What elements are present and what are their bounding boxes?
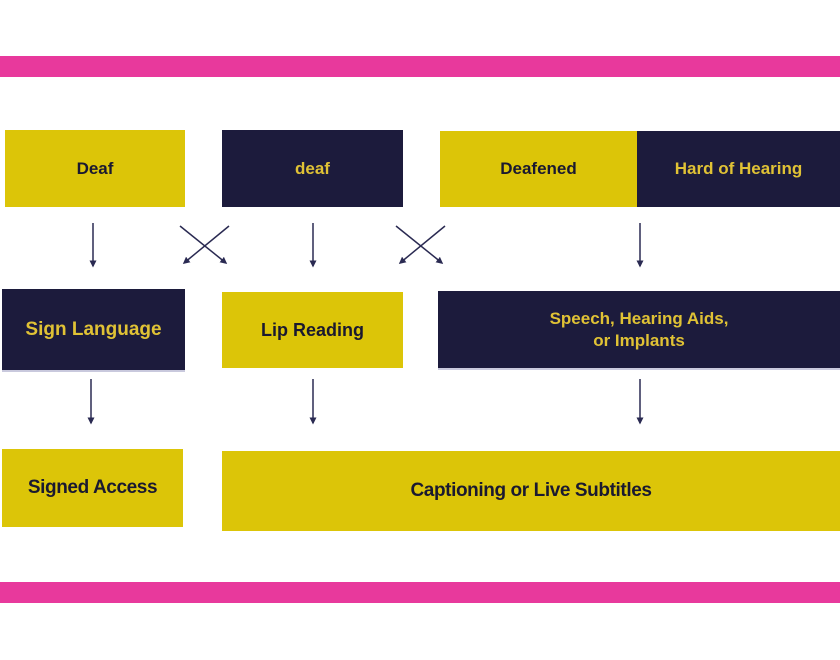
node-deaf-capital-label: Deaf (76, 158, 114, 178)
node-speech-hearing-aids: Speech, Hearing Aids, or Implants (438, 291, 840, 370)
arrow-deaf-lower-to-sign-language (182, 225, 230, 264)
node-sign-language-label: Sign Language (25, 318, 162, 340)
node-hard-of-hearing-label: Hard of Hearing (674, 159, 803, 179)
node-deaf-capital: Deaf (5, 130, 185, 207)
node-deafened: Deafened (440, 131, 637, 207)
node-deaf-lower: deaf (222, 130, 403, 207)
node-signed-access: Signed Access (2, 449, 183, 527)
node-speech-label-line2: or Implants (593, 330, 685, 350)
arrow-deaf-to-lip-reading (179, 225, 228, 264)
arrow-deaf-lower-to-speech (395, 225, 444, 264)
node-signed-access-label: Signed Access (27, 477, 158, 499)
node-lip-reading-label: Lip Reading (261, 319, 364, 340)
node-hard-of-hearing: Hard of Hearing (637, 131, 840, 207)
node-deaf-lower-label: deaf (295, 158, 330, 178)
arrow-deafened-to-lip-reading (398, 225, 446, 264)
node-lip-reading: Lip Reading (222, 292, 403, 368)
node-captioning-label: Captioning or Live Subtitles (410, 480, 652, 502)
node-speech-label-line1: Speech, Hearing Aids, (549, 309, 729, 329)
node-deafened-label: Deafened (500, 159, 577, 179)
node-sign-language: Sign Language (2, 289, 185, 372)
top-accent-bar (0, 56, 840, 77)
node-captioning: Captioning or Live Subtitles (222, 451, 840, 531)
bottom-accent-bar (0, 582, 840, 603)
